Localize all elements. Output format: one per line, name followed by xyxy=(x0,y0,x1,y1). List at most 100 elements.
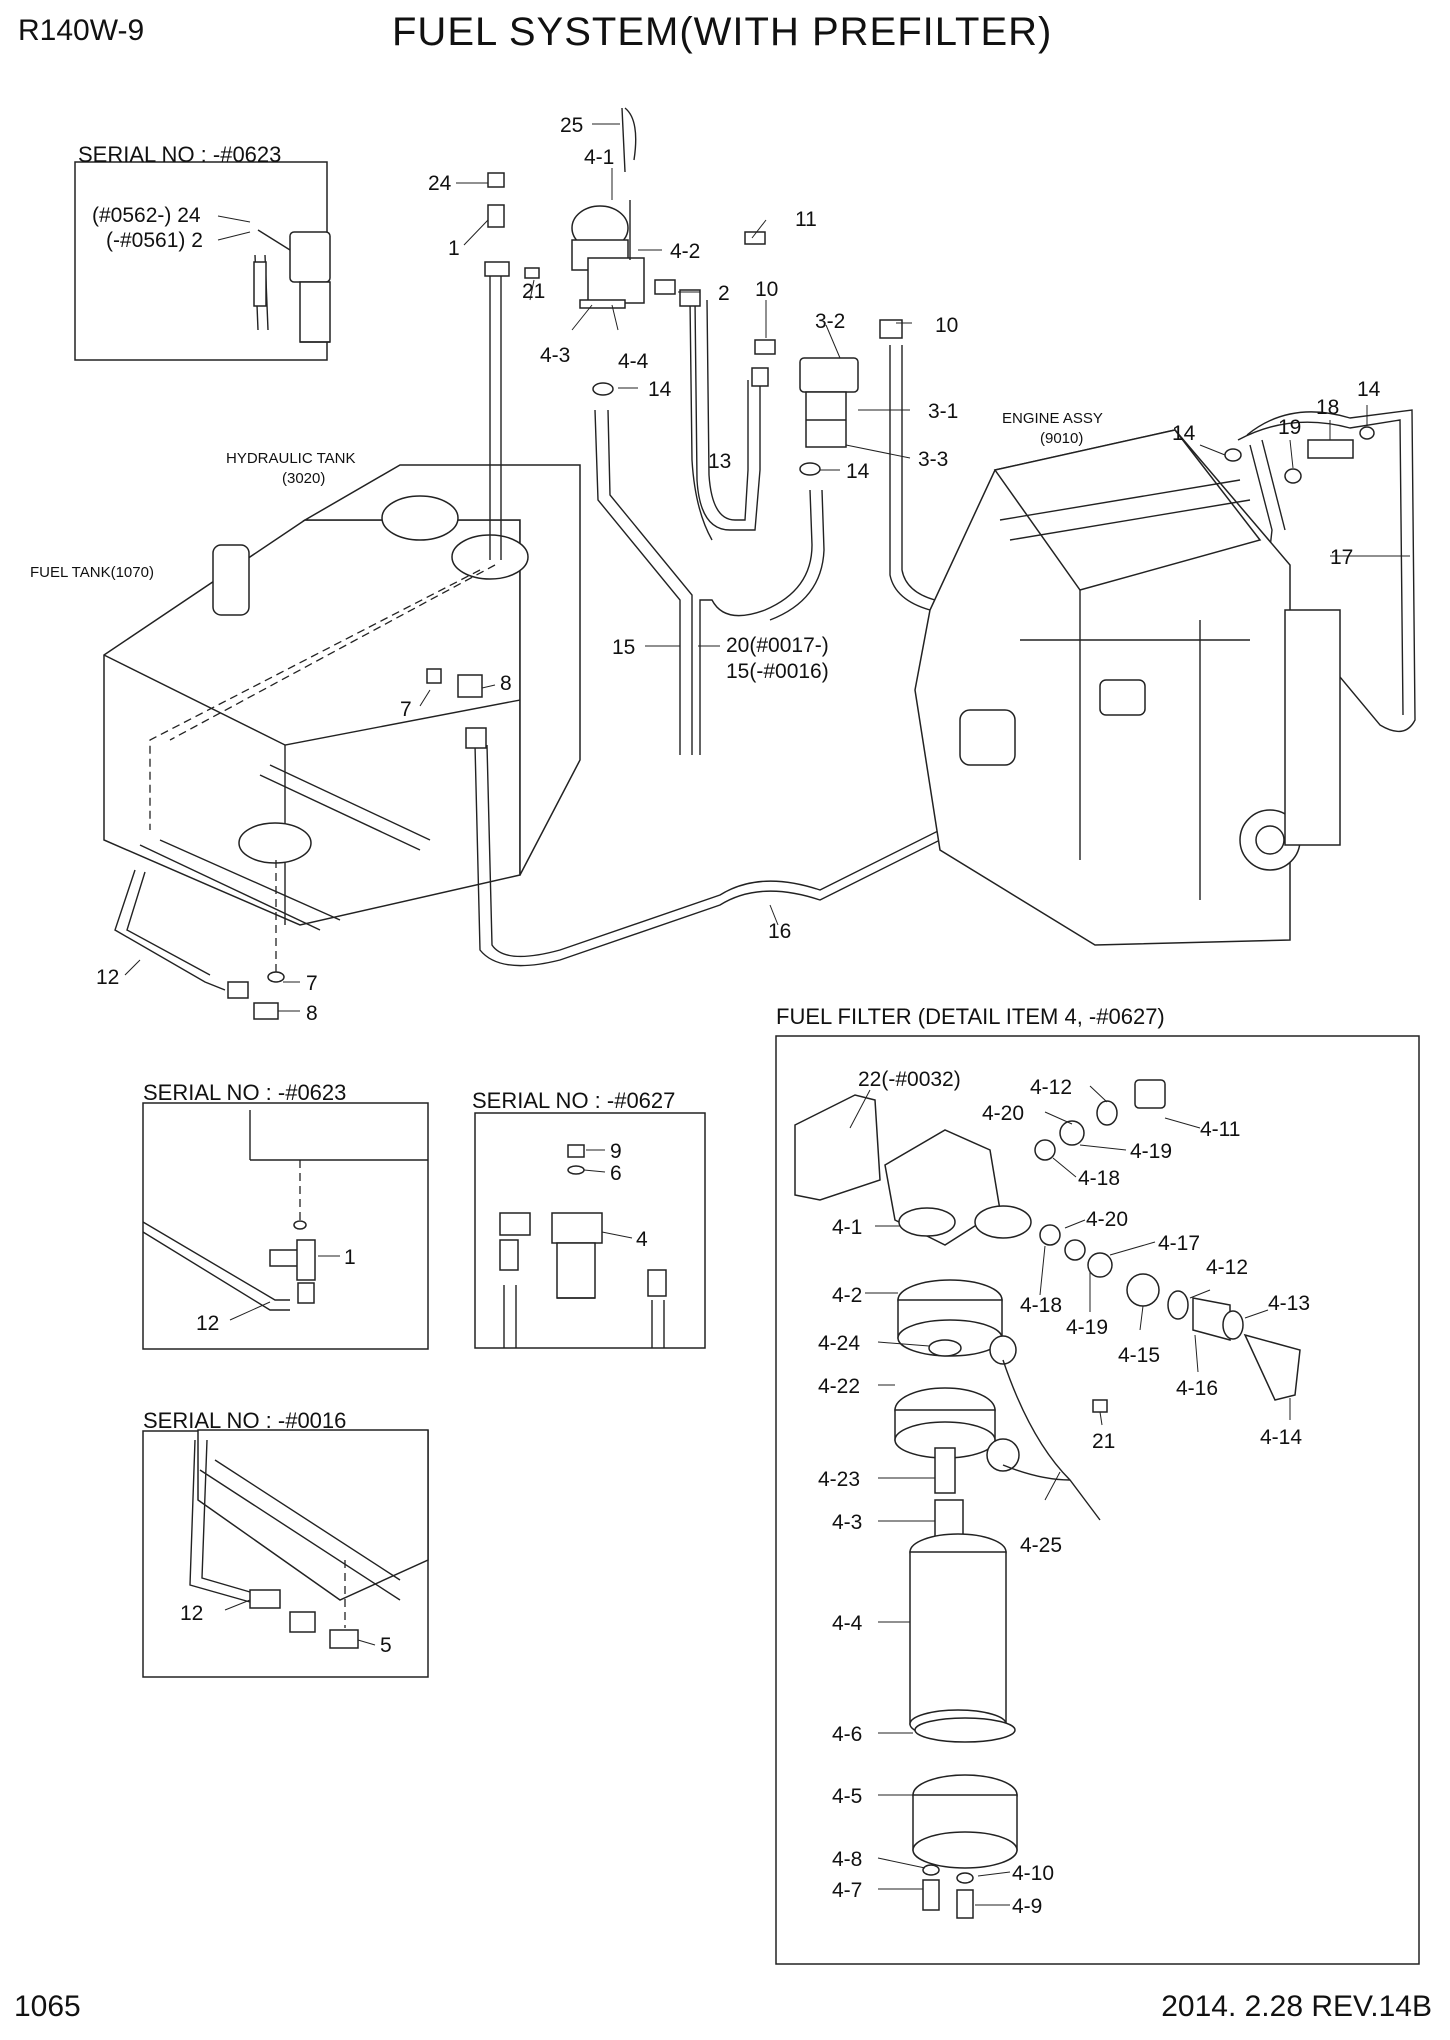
inset1-callout-12: 12 xyxy=(196,1312,219,1335)
callout-21: 21 xyxy=(522,280,545,303)
detail-callout-4-13: 4-13 xyxy=(1268,1292,1310,1315)
detail-callout-4-18b: 4-18 xyxy=(1020,1294,1062,1317)
inset3-callout-12: 12 xyxy=(180,1602,203,1625)
inset1-callout-1: 1 xyxy=(344,1246,356,1269)
callout-1: 1 xyxy=(448,237,460,260)
fittings-main xyxy=(227,107,1375,1020)
serial-caption-center: SERIAL NO : -#0627 xyxy=(472,1088,675,1113)
serial-caption-bottom: SERIAL NO : -#0016 xyxy=(143,1408,346,1433)
callout-10b: 10 xyxy=(935,314,958,337)
fuel-tank-drawing xyxy=(103,464,581,931)
detail-callout-4-25: 4-25 xyxy=(1020,1534,1062,1557)
detail-filter-drawing xyxy=(794,1079,1301,1919)
inset-frame-left-mid xyxy=(142,1102,429,1350)
callout-14d: 14 xyxy=(1357,378,1381,401)
callout-13: 13 xyxy=(708,450,731,473)
detail-callout-4-16: 4-16 xyxy=(1176,1377,1218,1400)
callout-4-3: 4-3 xyxy=(540,344,570,367)
fuel-tank-dashed-line xyxy=(149,569,481,830)
detail-callout-22: 22(-#0032) xyxy=(858,1068,961,1091)
detail-callout-4-17: 4-17 xyxy=(1158,1232,1200,1255)
detail-callout-4-5: 4-5 xyxy=(832,1785,862,1808)
callout-8: 8 xyxy=(500,672,512,695)
detail-callout-4-12a: 4-12 xyxy=(1030,1076,1072,1099)
detail-callout-4-18a: 4-18 xyxy=(1078,1167,1120,1190)
detail-caption: FUEL FILTER (DETAIL ITEM 4, -#0627) xyxy=(776,1004,1165,1029)
fuel-tank-label: FUEL TANK(1070) xyxy=(30,564,154,581)
detail-frame-fuel-filter xyxy=(775,1035,1420,1965)
inset2-callout-4: 4 xyxy=(636,1228,648,1251)
detail-callout-4-20b: 4-20 xyxy=(1086,1208,1128,1231)
engine-drawing xyxy=(914,429,1341,946)
detail-callout-4-10: 4-10 xyxy=(1012,1862,1054,1885)
callout-14c: 14 xyxy=(1172,422,1196,445)
detail-callout-4-4: 4-4 xyxy=(832,1612,863,1635)
engine-assy-label: ENGINE ASSY xyxy=(1002,410,1103,427)
detail-callout-4-9: 4-9 xyxy=(1012,1895,1042,1918)
inset-center-drawing xyxy=(499,1144,667,1348)
leader-lines xyxy=(124,123,1410,1646)
callout-2: 2 xyxy=(718,282,730,305)
detail-callout-4-22: 4-22 xyxy=(818,1375,860,1398)
detail-callout-4-23: 4-23 xyxy=(818,1468,860,1491)
callout-17: 17 xyxy=(1330,546,1353,569)
callout-25: 25 xyxy=(560,114,583,137)
hose-16 xyxy=(474,744,1041,967)
callout-14a: 14 xyxy=(648,378,672,401)
detail-callout-4-2: 4-2 xyxy=(832,1284,862,1307)
callout-7: 7 xyxy=(400,698,412,721)
callout-19: 19 xyxy=(1278,416,1301,439)
inset-frame-top-left xyxy=(74,161,328,361)
inset-label-0561-2: (-#0561) 2 xyxy=(106,229,203,252)
detail-callout-4-1: 4-1 xyxy=(832,1216,862,1239)
detail-callout-21: 21 xyxy=(1092,1430,1115,1453)
callout-8b: 8 xyxy=(306,1002,318,1025)
callout-16: 16 xyxy=(768,920,791,943)
detail-callout-4-19a: 4-19 xyxy=(1130,1140,1172,1163)
inset2-callout-9: 9 xyxy=(610,1140,622,1163)
callout-15: 15 xyxy=(612,636,635,659)
inset-top-left-drawing xyxy=(253,229,331,343)
page-number: 1065 xyxy=(14,1990,81,2023)
hydraulic-tank-number: (3020) xyxy=(282,470,325,487)
engine-assy-number: (9010) xyxy=(1040,430,1083,447)
inset-bottom-drawing xyxy=(189,1429,429,1649)
detail-callout-4-11: 4-11 xyxy=(1200,1118,1240,1141)
callout-7b: 7 xyxy=(306,972,318,995)
hose-13 xyxy=(694,299,761,531)
serial-caption-top: SERIAL NO : -#0623 xyxy=(78,142,281,167)
hose-15-right xyxy=(699,489,813,755)
page-title: FUEL SYSTEM(WITH PREFILTER) xyxy=(392,10,1053,54)
detail-callout-4-3: 4-3 xyxy=(832,1511,862,1534)
hose-15-y xyxy=(594,409,681,755)
inset-label-0562-24: (#0562-) 24 xyxy=(92,204,201,227)
callout-3-2: 3-2 xyxy=(815,310,845,333)
callout-4-1: 4-1 xyxy=(584,146,614,169)
detail-callout-4-12b: 4-12 xyxy=(1206,1256,1248,1279)
serial-caption-left-mid: SERIAL NO : -#0623 xyxy=(143,1080,346,1105)
callout-4-2: 4-2 xyxy=(670,240,700,263)
detail-callout-4-8: 4-8 xyxy=(832,1848,862,1871)
callout-12: 12 xyxy=(96,966,119,989)
callout-18: 18 xyxy=(1316,396,1339,419)
detail-callout-4-24: 4-24 xyxy=(818,1332,860,1355)
main-fuel-filter-4 xyxy=(571,200,645,309)
callout-14b: 14 xyxy=(846,460,870,483)
revision-date: 2014. 2.28 REV.14B xyxy=(1161,1990,1432,2023)
callout-24: 24 xyxy=(428,172,452,195)
prefilter-3 xyxy=(799,357,859,448)
inset2-callout-6: 6 xyxy=(610,1162,622,1185)
callout-10a: 10 xyxy=(755,278,778,301)
inset3-callout-5: 5 xyxy=(380,1634,392,1657)
inset-left-mid-drawing xyxy=(142,1110,428,1311)
hose-12 xyxy=(114,869,226,991)
detail-callout-4-6: 4-6 xyxy=(832,1723,862,1746)
callout-3-3: 3-3 xyxy=(918,448,948,471)
detail-callout-4-19b: 4-19 xyxy=(1066,1316,1108,1339)
inset-frame-center xyxy=(474,1112,706,1349)
hydraulic-tank-label: HYDRAULIC TANK xyxy=(226,450,355,467)
model-number: R140W-9 xyxy=(18,14,145,47)
detail-callout-4-20a: 4-20 xyxy=(982,1102,1024,1125)
callout-20: 20(#0017-) xyxy=(726,634,829,657)
